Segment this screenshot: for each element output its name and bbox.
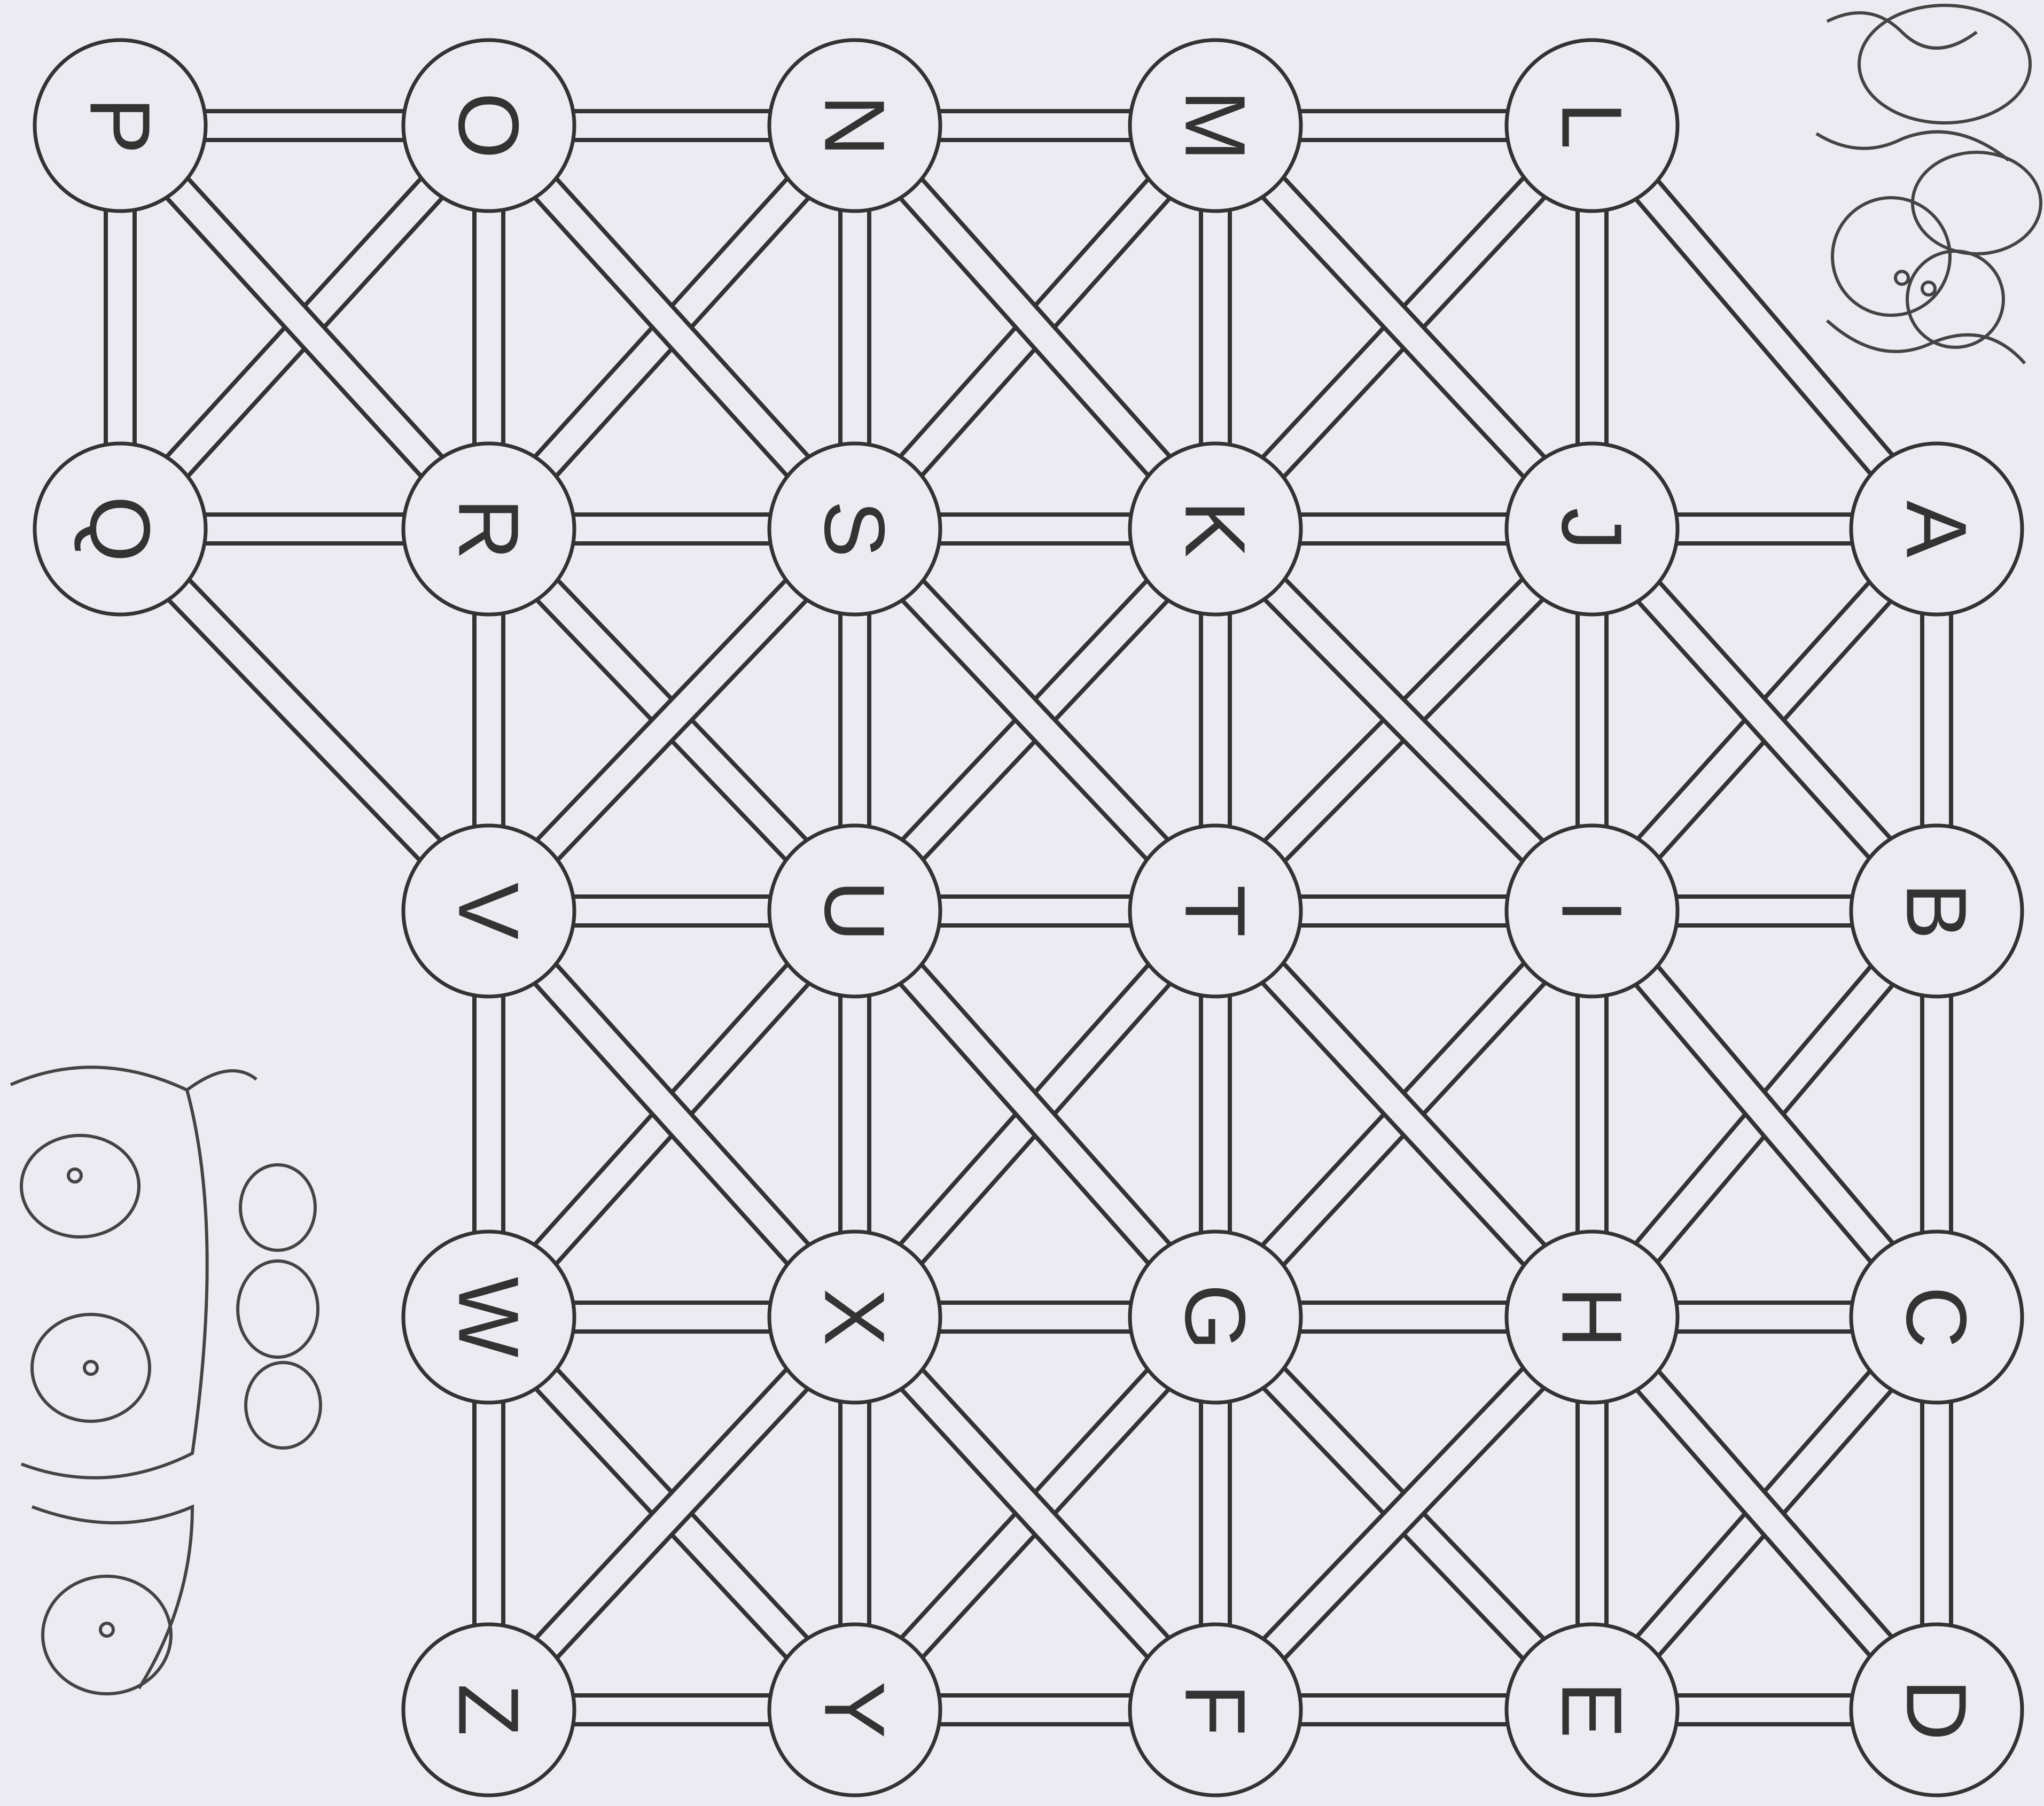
node-letter: T [1168,885,1263,937]
node-k[interactable]: K [1130,443,1301,614]
node-letter: L [1544,102,1640,150]
node-letter: U [807,880,903,942]
node-letter: F [1168,1684,1263,1736]
node-t[interactable]: T [1130,826,1301,997]
node-letter: E [1544,1682,1640,1739]
children-in-sled-illustration-bottom-left [11,1067,321,1694]
node-letter: W [441,1276,537,1357]
node-letter: N [807,95,903,157]
node-letter: J [1544,508,1640,550]
node-v[interactable]: V [403,826,574,997]
node-letter: K [1168,501,1263,558]
node-letter: Z [441,1684,537,1736]
node-letter: I [1544,899,1640,923]
node-m[interactable]: M [1130,40,1301,211]
node-f[interactable]: F [1130,1624,1301,1795]
node-letter: R [441,498,537,560]
node-h[interactable]: H [1507,1232,1678,1403]
node-letter: C [1889,1286,1985,1348]
node-w[interactable]: W [403,1232,574,1403]
node-l[interactable]: L [1507,40,1678,211]
node-b[interactable]: B [1851,826,2022,997]
node-letter: S [807,501,903,558]
node-d[interactable]: D [1851,1624,2022,1795]
node-letter: B [1889,883,1985,940]
node-c[interactable]: C [1851,1232,2022,1403]
node-p[interactable]: P [35,40,206,211]
node-letter: X [807,1289,903,1346]
node-letter: P [73,97,168,154]
node-letter: D [1889,1679,1985,1741]
node-letter: V [441,883,537,940]
node-z[interactable]: Z [403,1624,574,1795]
node-g[interactable]: G [1130,1232,1301,1403]
node-e[interactable]: E [1507,1624,1678,1795]
node-r[interactable]: R [403,443,574,614]
node-letter: M [1168,90,1263,161]
node-a[interactable]: A [1851,443,2022,614]
node-i[interactable]: I [1507,826,1678,997]
node-letter: A [1889,501,1985,558]
node-q[interactable]: Q [35,443,206,614]
children-illustration-top-right [1816,5,2041,363]
node-y[interactable]: Y [769,1624,940,1795]
node-j[interactable]: J [1507,443,1678,614]
node-letter: Q [73,496,168,562]
node-x[interactable]: X [769,1232,940,1403]
node-s[interactable]: S [769,443,940,614]
node-letter: H [1544,1286,1640,1348]
node-o[interactable]: O [403,40,574,211]
node-letter: G [1168,1284,1263,1350]
node-letter: O [441,92,537,159]
node-letter: Y [807,1682,903,1739]
node-n[interactable]: N [769,40,940,211]
node-u[interactable]: U [769,826,940,997]
